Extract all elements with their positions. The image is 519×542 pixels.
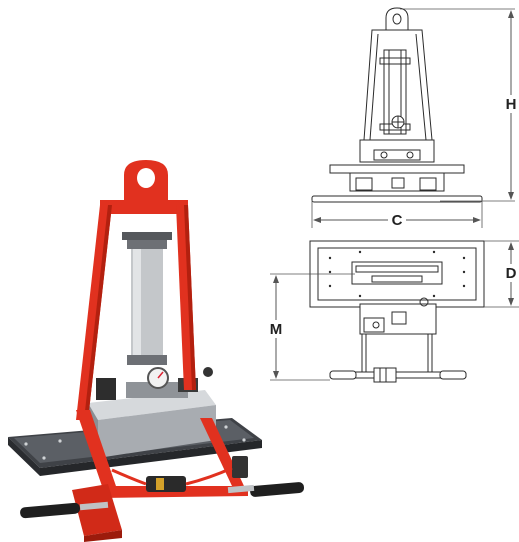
dimension-d: D: [484, 240, 519, 308]
handle-grips: [20, 482, 305, 519]
dimension-h: H: [400, 8, 519, 202]
vacuum-lifter-illustration: [8, 160, 305, 542]
dimension-h-label: H: [506, 96, 517, 113]
vacuum-cylinder: [122, 232, 172, 365]
dimension-d-label: D: [506, 265, 517, 282]
dimension-c: C: [311, 200, 483, 229]
dimension-m-label: M: [270, 321, 283, 338]
control-valve: [111, 456, 248, 492]
dimension-c-label: C: [392, 212, 403, 229]
technical-drawing-front: [311, 7, 483, 203]
lifting-frame: [72, 160, 248, 542]
technical-drawing-top: [309, 240, 485, 383]
dimension-m: M: [266, 273, 355, 381]
